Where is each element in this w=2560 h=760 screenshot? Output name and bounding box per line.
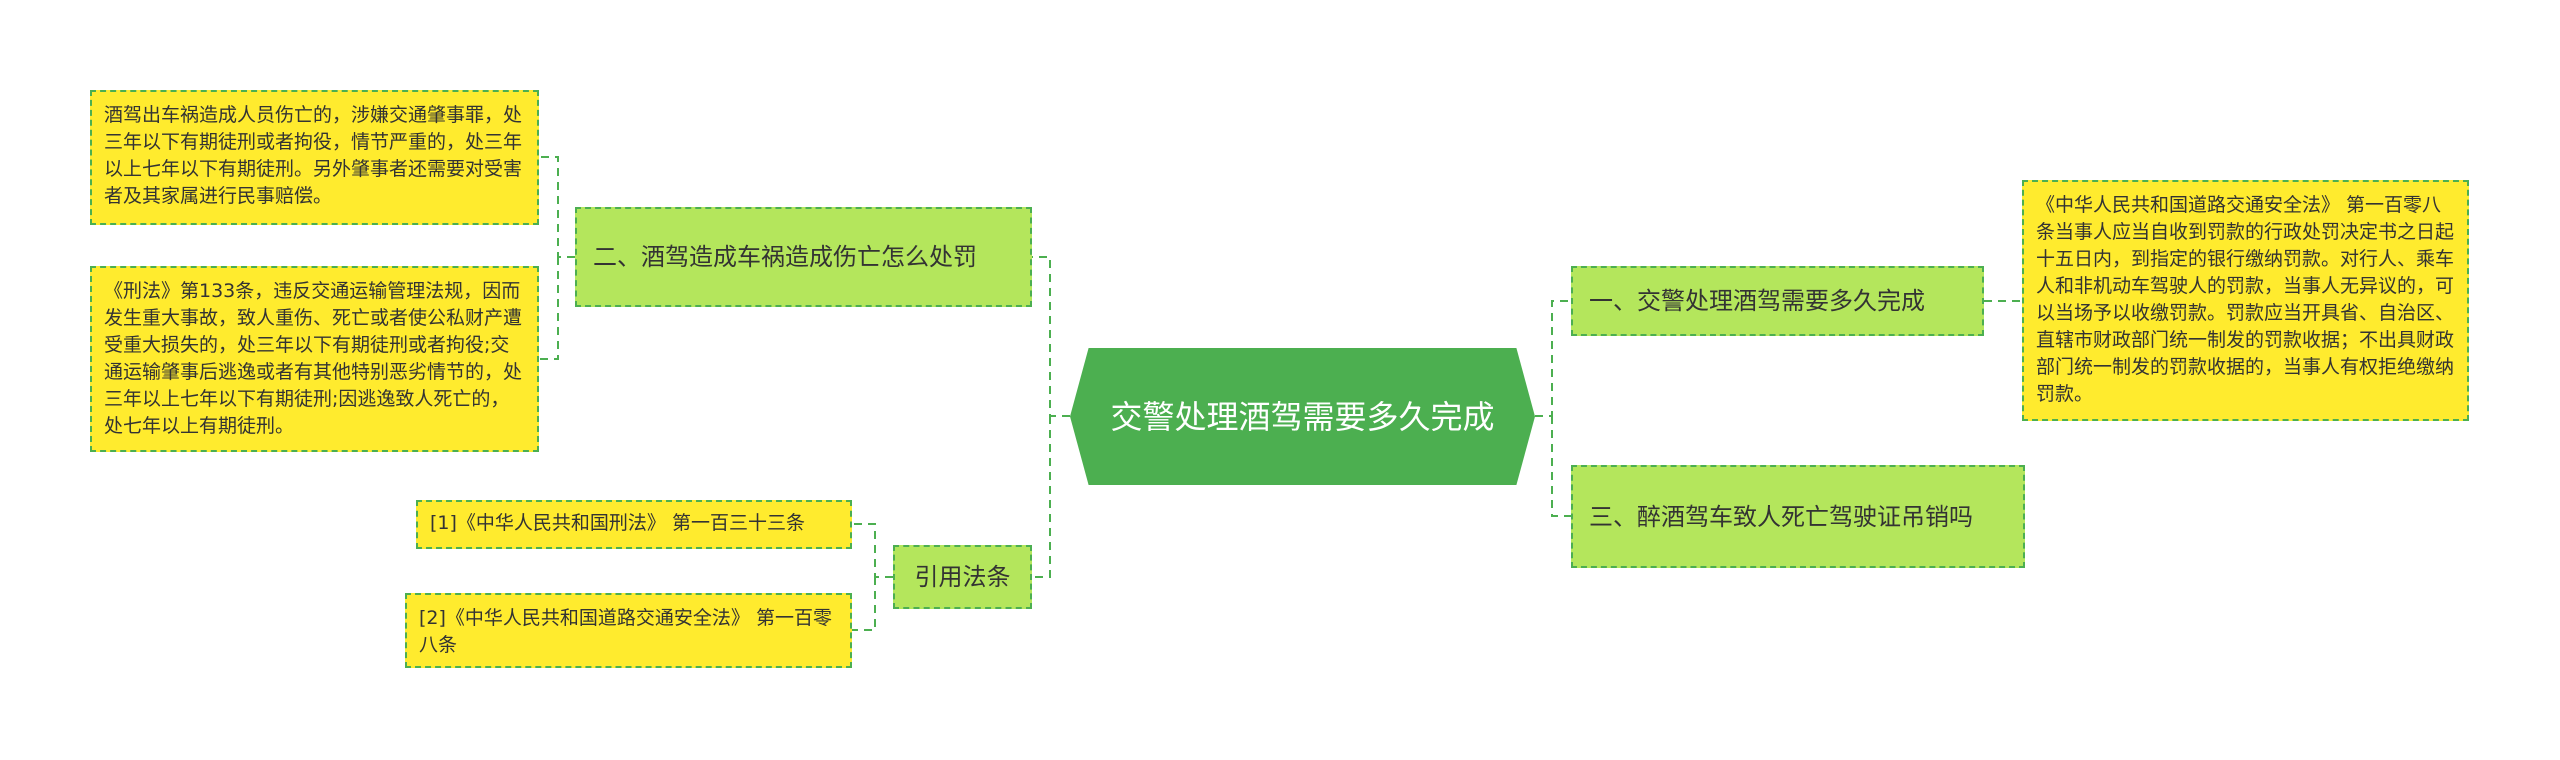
- central-topic[interactable]: 交警处理酒驾需要多久完成: [1070, 348, 1535, 485]
- connector-branch2-notes: [539, 156, 575, 360]
- branch-1-note[interactable]: 《中华人民共和国道路交通安全法》 第一百零八条当事人应当自收到罚款的行政处罚决定…: [2022, 180, 2469, 421]
- branch-2-note-2[interactable]: 《刑法》第133条，违反交通运输管理法规，因而发生重大事故，致人重伤、死亡或者使…: [90, 266, 539, 452]
- refs-node[interactable]: 引用法条: [893, 545, 1032, 609]
- branch-2-node[interactable]: 二、酒驾造成车祸造成伤亡怎么处罚: [575, 207, 1032, 307]
- ref-item-2[interactable]: [2]《中华人民共和国道路交通安全法》 第一百零八条: [405, 593, 852, 668]
- connector-refs: [852, 523, 893, 631]
- branch-1-node[interactable]: 一、交警处理酒驾需要多久完成: [1571, 266, 1984, 336]
- connector-center-left: [1032, 256, 1070, 578]
- branch-3-node[interactable]: 三、醉酒驾车致人死亡驾驶证吊销吗: [1571, 465, 2025, 568]
- ref-item-1[interactable]: [1]《中华人民共和国刑法》 第一百三十三条: [416, 500, 852, 549]
- branch-2-note-1[interactable]: 酒驾出车祸造成人员伤亡的，涉嫌交通肇事罪，处三年以下有期徒刑或者拘役，情节严重的…: [90, 90, 539, 225]
- connector-center-right: [1535, 300, 1571, 517]
